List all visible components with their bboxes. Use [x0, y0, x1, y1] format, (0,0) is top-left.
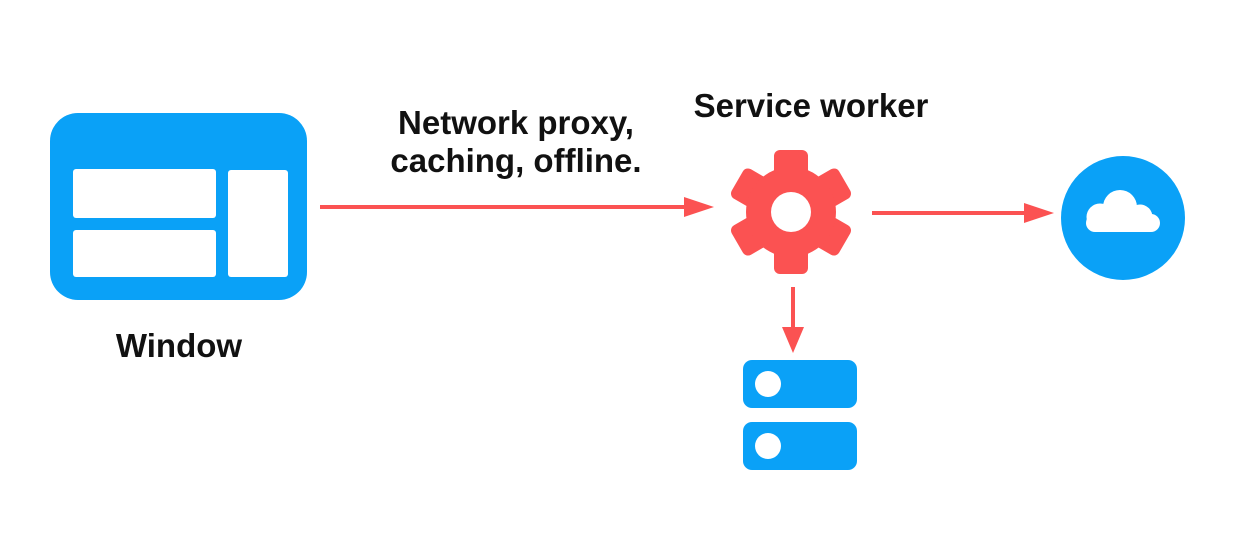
database-icon	[743, 360, 857, 470]
database-drive-lights	[755, 371, 781, 459]
arrow-service-worker-to-storage	[782, 287, 804, 353]
arrow-head-right	[684, 197, 714, 217]
arrow-service-worker-to-network	[872, 203, 1054, 223]
gear-hole	[771, 192, 811, 232]
edge-label-line2: caching, offline.	[390, 142, 642, 179]
browser-window-icon	[50, 113, 307, 300]
cloud-shape	[1086, 190, 1160, 232]
gear-body	[731, 150, 851, 274]
gear-icon	[731, 150, 851, 274]
cloud-icon	[1061, 156, 1185, 280]
arrow-head-right	[1024, 203, 1054, 223]
edge-label-network-proxy: Network proxy, caching, offline.	[331, 104, 701, 180]
arrow-window-to-service-worker	[320, 197, 714, 217]
arrow-head-down	[782, 327, 804, 353]
window-node-label: Window	[115, 327, 243, 364]
service-worker-node-label: Service worker	[693, 87, 929, 124]
edge-label-line1: Network proxy,	[398, 104, 634, 141]
browser-window-panes	[73, 169, 288, 277]
